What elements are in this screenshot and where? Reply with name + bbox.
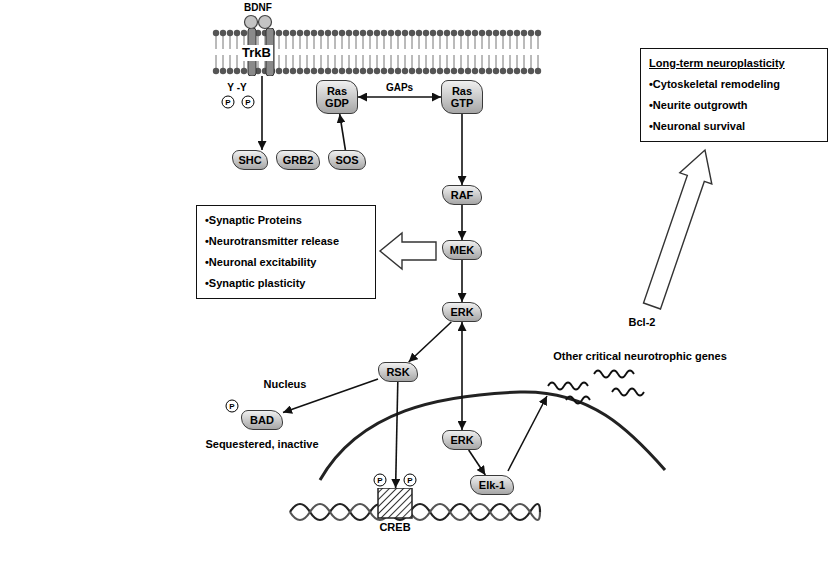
phosphate-label: P — [242, 96, 255, 109]
node-label: Ras GDP — [322, 85, 352, 109]
hollow-arrow — [380, 233, 436, 269]
signal-arrow — [409, 322, 452, 362]
compartment-label: Nucleus — [264, 378, 307, 390]
transcription-factor: Elk-1 — [470, 475, 514, 495]
signal-arrow — [461, 322, 463, 430]
signal-arrow — [261, 76, 263, 150]
box-text: Long-term neuroplasticity — [649, 53, 785, 74]
receptor-membrane: TrkB — [212, 28, 545, 76]
mrna-wave — [594, 371, 634, 378]
kinase-shape: ERK — [442, 430, 482, 450]
hatched-factor — [375, 488, 415, 546]
box-text: •Neurite outgrowth — [649, 95, 748, 116]
box-text: •Neuronal excitability — [205, 252, 316, 273]
signal-arrow — [461, 114, 463, 185]
mrna-wave — [548, 383, 588, 390]
node-label: MEK — [450, 244, 474, 256]
node-label: CREB — [375, 488, 415, 534]
signal-arrow — [461, 205, 463, 240]
outcome-box: Long-term neuroplasticity•Cytoskeletal r… — [640, 48, 828, 142]
node-label: ERK — [450, 306, 473, 318]
gene-label: Bcl-2 — [629, 316, 656, 328]
node-label: ERK — [450, 434, 473, 446]
protein-shape: Ras GTP — [441, 80, 483, 114]
node-label: RSK — [386, 366, 409, 378]
transcription-factor: CREB — [375, 488, 415, 546]
node-label: BDNF — [236, 2, 280, 13]
ligand-dimer: BDNF — [236, 2, 280, 30]
receptor-site-label: Y -Y — [227, 82, 246, 93]
kinase-shape: RAF — [442, 185, 482, 205]
mrna-wave — [566, 397, 590, 404]
box-text: •Synaptic Proteins — [205, 210, 302, 231]
phosphate-label: P — [226, 400, 239, 413]
box-text: •Synaptic plasticity — [205, 273, 305, 294]
edge-label: GAPs — [384, 82, 415, 93]
phosphate-label: P — [374, 474, 387, 487]
mrna-wave — [612, 389, 644, 396]
dna-strand — [290, 504, 540, 520]
kinase-shape: ERK — [442, 302, 482, 322]
node-label: TrkB — [240, 45, 273, 61]
signal-arrow — [358, 96, 441, 98]
protein-shape: SOS — [328, 150, 366, 170]
hollow-arrow — [644, 150, 712, 309]
node-label: SHC — [238, 154, 261, 166]
note-label: Sequestered, inactive — [205, 438, 318, 450]
box-text: •Neurotransmitter release — [205, 231, 339, 252]
node-label: BAD — [250, 414, 274, 426]
protein-shape: Ras GDP — [316, 80, 358, 114]
node-label: Ras GTP — [447, 85, 477, 109]
nuclear-envelope — [320, 392, 665, 480]
kinase-shape: RSK — [378, 362, 418, 382]
phosphate-label: P — [404, 474, 417, 487]
protein-shape: SHC — [232, 150, 268, 170]
outcome-box: •Synaptic Proteins•Neurotransmitter rele… — [196, 205, 376, 299]
protein-shape: BAD — [241, 410, 283, 430]
box-text: •Neuronal survival — [649, 116, 745, 137]
dna-strand — [290, 504, 540, 520]
signal-arrow — [469, 450, 486, 475]
kinase-shape: MEK — [442, 240, 482, 260]
protein-shape: GRB2 — [276, 150, 320, 170]
gene-label: Other critical neurotrophic genes — [553, 350, 727, 362]
transcription-arrow — [508, 396, 547, 471]
signal-arrow — [461, 260, 463, 302]
phosphate-label: P — [222, 96, 235, 109]
node-label: Elk-1 — [479, 479, 505, 491]
signal-arrow — [396, 382, 398, 488]
node-label: GRB2 — [283, 154, 314, 166]
node-label: RAF — [451, 189, 474, 201]
signal-arrow — [340, 114, 346, 150]
box-text: •Cytoskeletal remodeling — [649, 74, 780, 95]
node-label: SOS — [335, 154, 358, 166]
